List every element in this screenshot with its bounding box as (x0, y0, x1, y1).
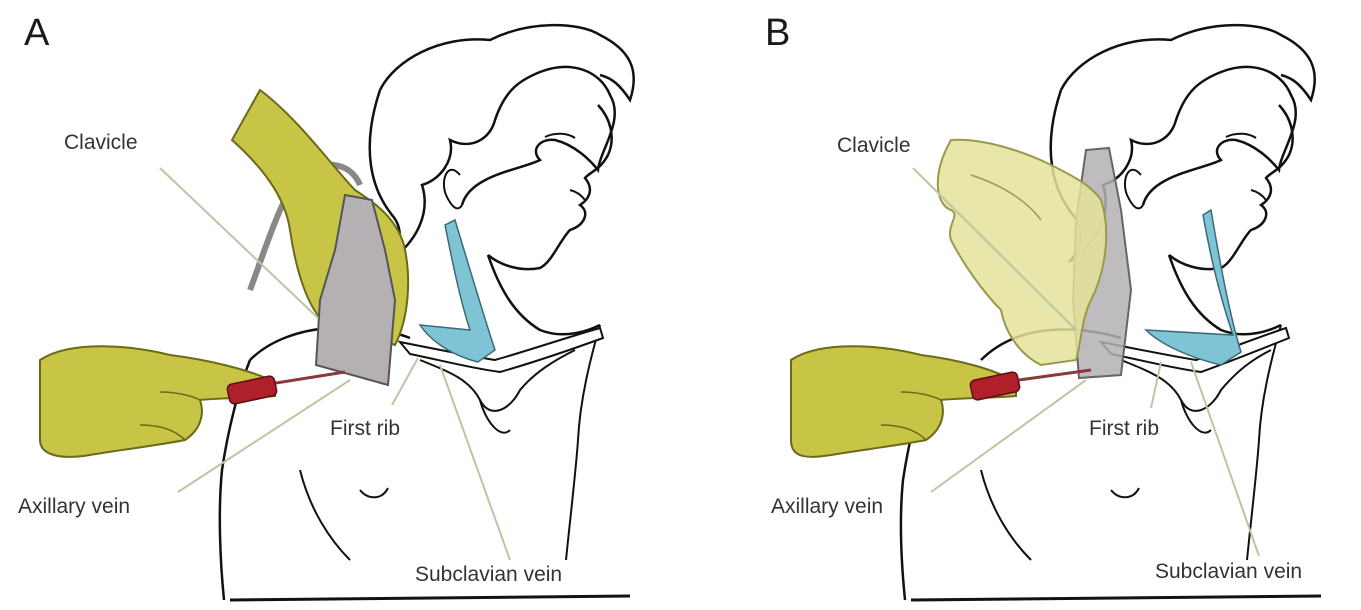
lower-glove (791, 346, 1016, 457)
panel-a-illustration (0, 0, 680, 610)
patient-chest-right (566, 325, 600, 560)
patient-bed (230, 596, 630, 600)
patient-hair-top (1061, 25, 1315, 100)
patient-hair-top (380, 25, 634, 100)
upper-glove (938, 140, 1106, 365)
patient-face (488, 105, 612, 269)
panel-b-illustration (681, 0, 1361, 610)
first-rib-leader (1151, 362, 1161, 408)
patient-hair (370, 67, 615, 262)
subclavian-vein-shape (1146, 210, 1241, 365)
panel-b-letter: B (765, 14, 790, 52)
subclavian-leader (1191, 362, 1259, 556)
patient-mouth (1251, 190, 1266, 200)
panel-a-letter: A (24, 14, 49, 52)
panel-b: B Clavicle First rib Axillary vein Subcl… (681, 0, 1361, 610)
subclavian-vein-shape (420, 220, 495, 362)
patient-mouth (570, 190, 585, 200)
label-subclavian-vein: Subclavian vein (1155, 561, 1302, 582)
patient-eye (1226, 134, 1256, 138)
patient-ear (444, 170, 462, 209)
label-subclavian-vein: Subclavian vein (415, 564, 562, 585)
label-clavicle: Clavicle (64, 132, 138, 153)
label-axillary-vein: Axillary vein (771, 496, 883, 517)
label-first-rib: First rib (1089, 418, 1159, 439)
panel-a: A Clavicle First rib Axillary vein Subcl… (0, 0, 680, 610)
patient-eye (545, 134, 575, 138)
patient-pectoral (981, 470, 1031, 560)
needle (276, 372, 345, 383)
patient-nipple (1111, 488, 1139, 497)
label-clavicle: Clavicle (837, 135, 911, 156)
first-rib-leader (392, 358, 418, 405)
sternum (480, 400, 510, 433)
patient-pectoral (300, 470, 350, 560)
label-axillary-vein: Axillary vein (18, 496, 130, 517)
subclavian-leader (440, 365, 510, 560)
patient-bed (911, 596, 1321, 600)
label-first-rib: First rib (330, 418, 400, 439)
patient-ear (1125, 170, 1143, 209)
patient-face (1169, 105, 1293, 269)
patient-nipple (360, 488, 388, 497)
